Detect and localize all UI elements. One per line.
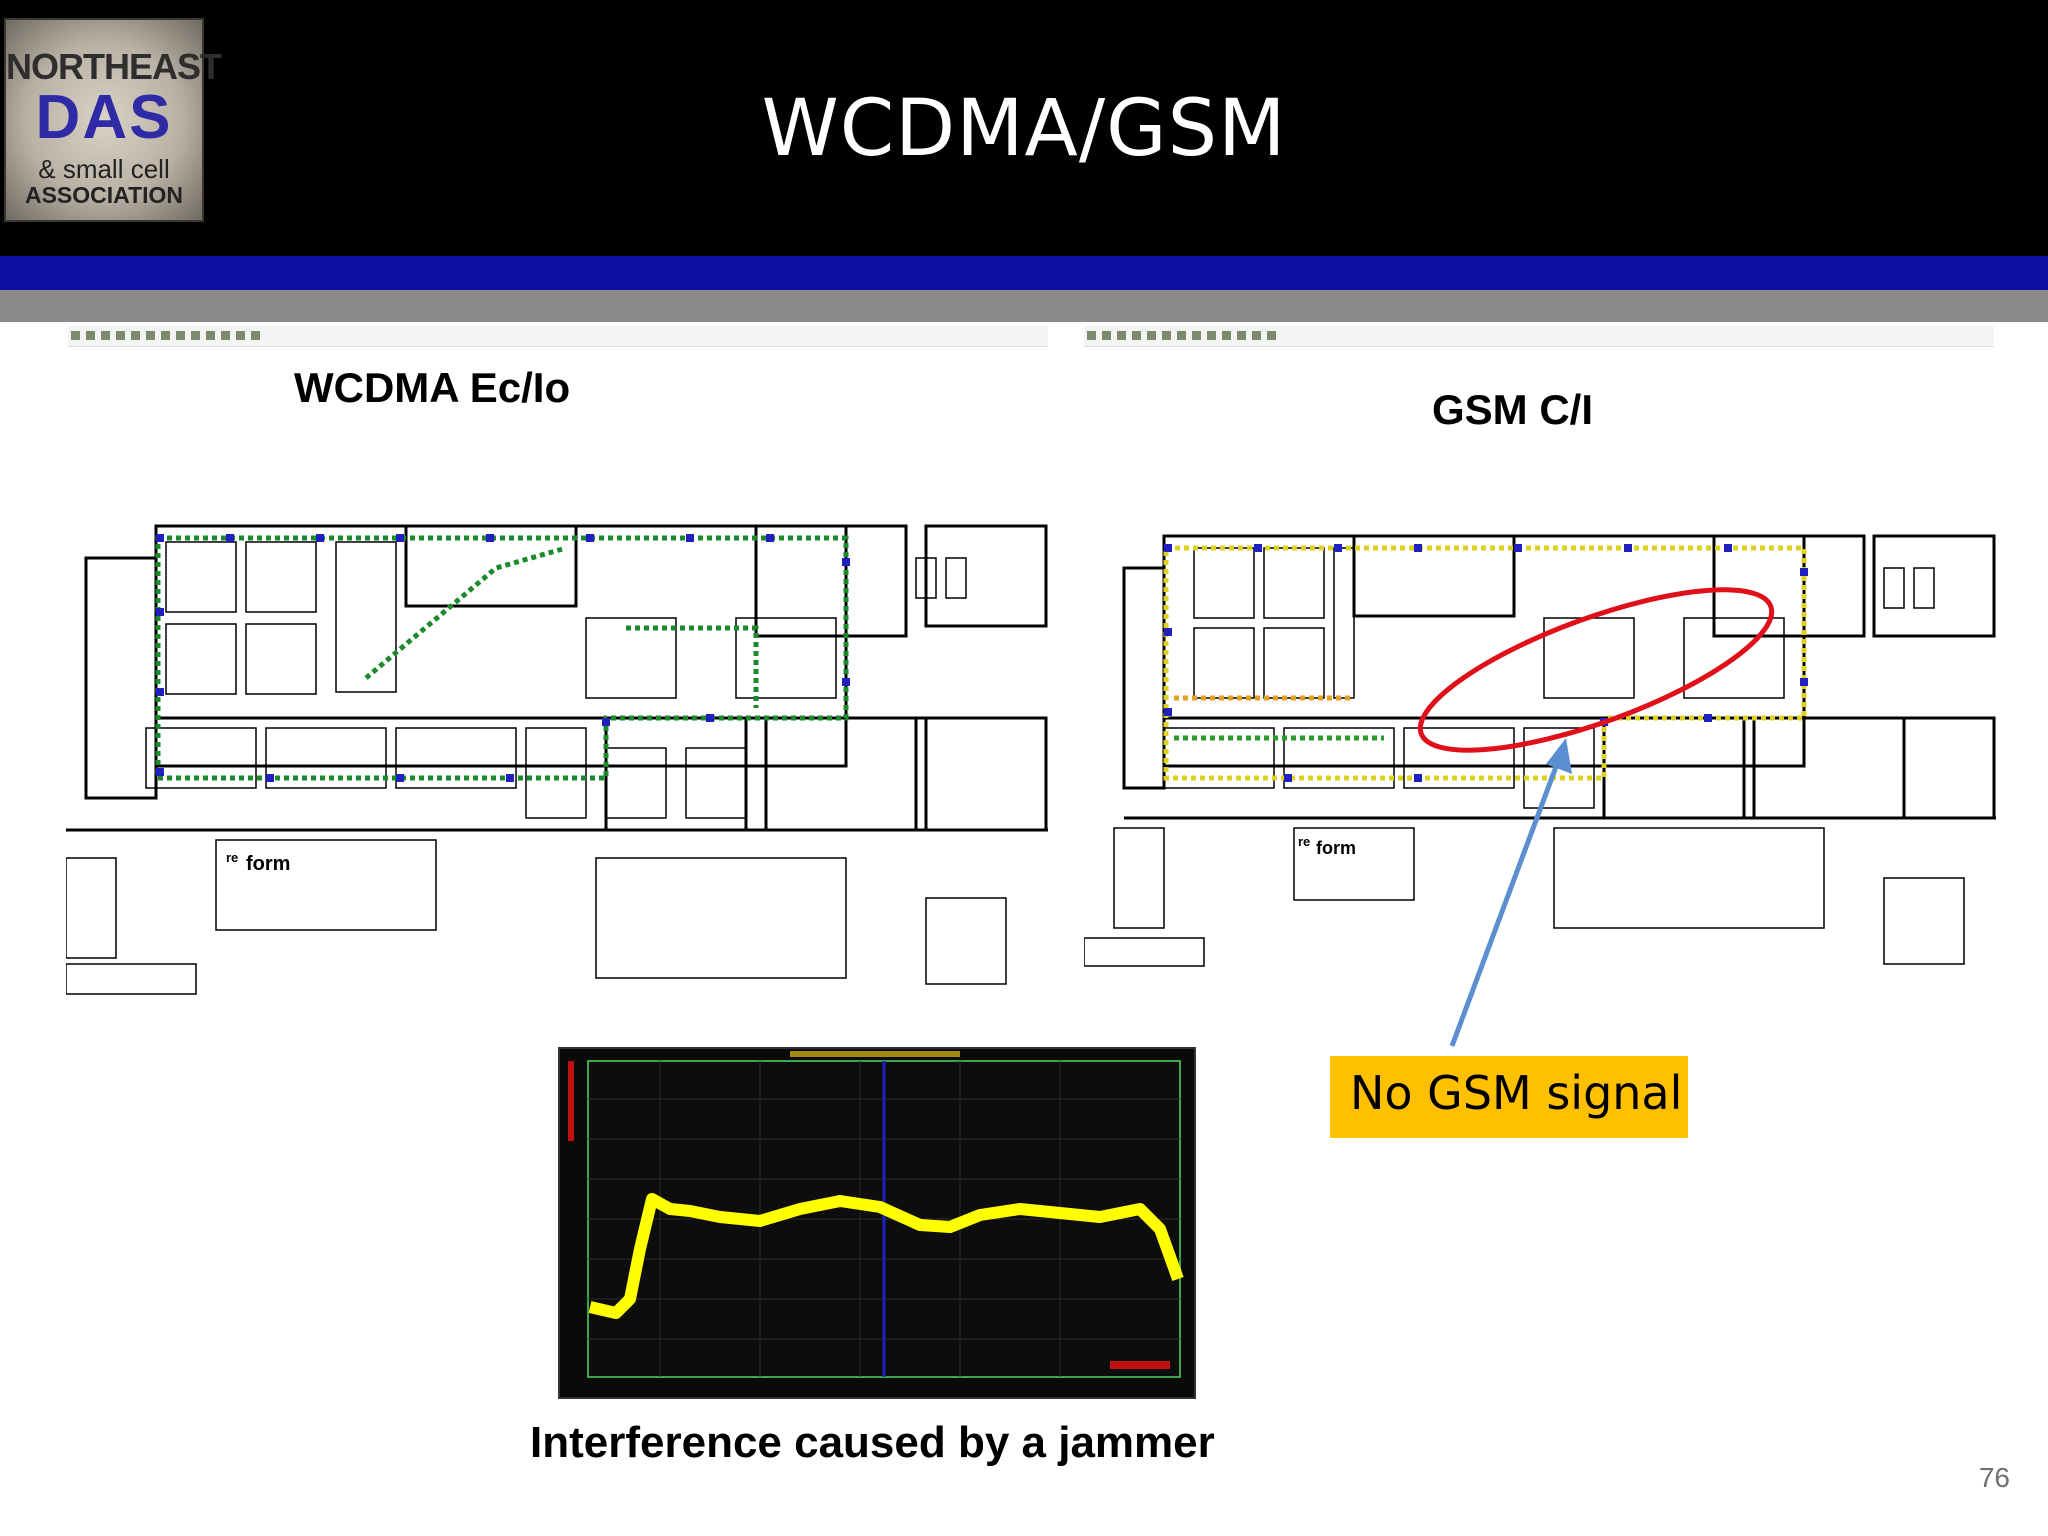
slide-header [0,0,2048,256]
callout-arrow [1449,738,1572,1047]
stamp-right: form [1316,838,1356,858]
jammer-caption: Interference caused by a jammer [530,1418,1215,1467]
wcdma-label: WCDMA Ec/Io [294,364,571,411]
no-gsm-signal-callout: No GSM signal [1330,1056,1688,1138]
logo-line-3: & small cell [38,154,170,184]
spectrum-svg [568,1051,1184,1378]
jammer-spectrum-plot [558,1047,1196,1399]
logo-line-1: NORTHEAST [6,46,222,87]
left-toolbar [68,326,1048,347]
gsm-label: GSM C/I [1432,386,1594,433]
right-toolbar [1084,326,1994,347]
wcdma-floor-plan: re form [66,524,1048,995]
logo-line-2: DAS [35,83,173,152]
no-signal-highlight-ellipse [1417,587,1775,753]
logo-line-4: ASSOCIATION [24,182,184,208]
slide-title: WCDMA/GSM [761,84,1287,174]
stamp-prefix-right: re [1298,834,1310,849]
header-grey-band [0,290,2048,322]
northeast-das-logo: NORTHEAST DAS & small cell ASSOCIATION [4,18,222,222]
stamp-left: form [246,853,290,875]
header-blue-band [0,256,2048,290]
gsm-floor-plan: re form [1084,534,1996,967]
stamp-prefix-left: re [226,850,238,865]
page-number: 76 [1978,1462,2010,1493]
